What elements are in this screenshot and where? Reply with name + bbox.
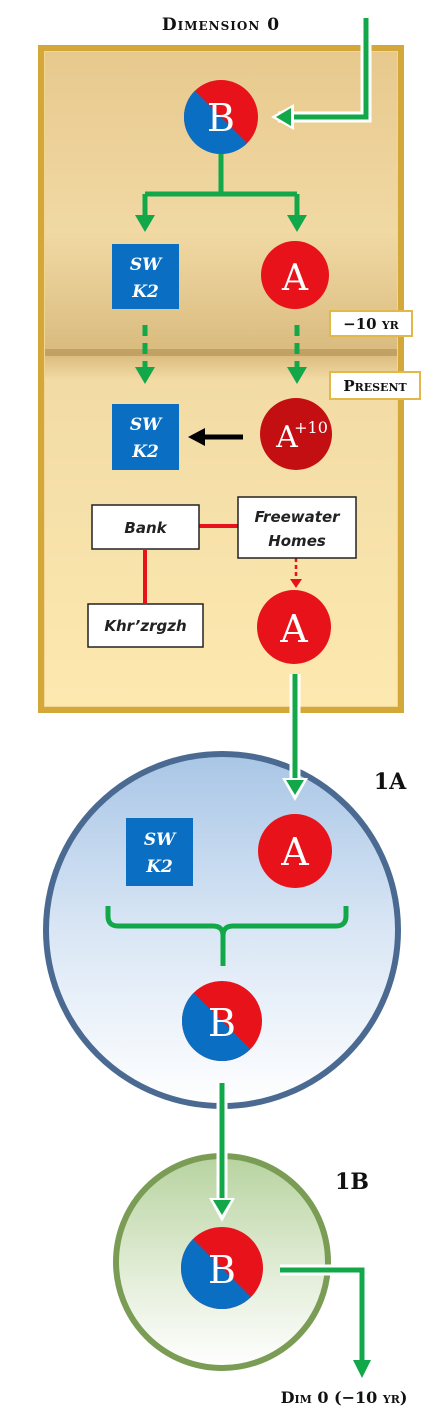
sw-k2-box-top: SW K2 bbox=[112, 244, 179, 309]
sw-k2-present-line2: K2 bbox=[131, 442, 159, 462]
incoming-arrow bbox=[271, 18, 372, 130]
a-node-top-label: A bbox=[281, 258, 309, 299]
minus-10-yr-tag: −10 yr bbox=[329, 310, 413, 337]
freewater-line1: Freewater bbox=[254, 508, 341, 526]
sw-k2-1a-line1: SW bbox=[144, 830, 177, 850]
arrow-to-a-top bbox=[287, 215, 307, 232]
b-node-top: B bbox=[183, 80, 258, 155]
bank-label: Bank bbox=[124, 519, 167, 537]
merge-brace bbox=[105, 906, 349, 966]
khrzrgzh-box: Khr’zrgzh bbox=[87, 603, 204, 648]
b-node-1a: B bbox=[181, 981, 262, 1062]
black-arrow-to-sw bbox=[188, 428, 243, 446]
a-node-bottom-label: A bbox=[279, 607, 308, 651]
present-tag: Present bbox=[329, 371, 421, 400]
present-label: Present bbox=[343, 377, 407, 395]
sw-k2-box-present: SW K2 bbox=[112, 404, 179, 470]
a-plus-10-exponent: +10 bbox=[294, 418, 328, 437]
sw-k2-top-line1: SW bbox=[130, 255, 163, 275]
freewater-line2: Homes bbox=[268, 532, 326, 550]
fork-from-b bbox=[142, 154, 300, 218]
arrow-a-to-1a bbox=[282, 674, 308, 801]
a-plus-10-base: A bbox=[275, 420, 298, 455]
arrow-to-a-plus-10 bbox=[287, 367, 307, 384]
a-node-1a: A bbox=[258, 814, 332, 888]
freewater-homes-box: Freewater Homes bbox=[237, 496, 357, 559]
arrow-1a-to-1b bbox=[209, 1083, 235, 1222]
a-plus-10-node: A +10 bbox=[260, 398, 332, 470]
khrzrgzh-label: Khr’zrgzh bbox=[104, 617, 186, 635]
dim-0-return-label: Dim 0 (−10 yr) bbox=[281, 1388, 408, 1407]
sw-k2-top-line2: K2 bbox=[131, 282, 159, 302]
sw-k2-box-1a: SW K2 bbox=[126, 818, 193, 886]
dimension-1b-label: 1B bbox=[335, 1169, 369, 1195]
dimension-1a-label: 1A bbox=[374, 769, 407, 795]
arrow-to-sw-top bbox=[135, 215, 155, 232]
dimension-0-title: Dimension 0 bbox=[162, 15, 280, 35]
b-node-top-label: B bbox=[207, 96, 235, 140]
minus-10-yr-label: −10 yr bbox=[343, 315, 400, 333]
a-node-bottom: A bbox=[257, 590, 331, 664]
arrow-to-sw-present bbox=[135, 367, 155, 384]
sw-k2-1a-line2: K2 bbox=[145, 857, 173, 877]
exit-arrow bbox=[280, 1264, 371, 1378]
b-node-1a-label: B bbox=[208, 1001, 236, 1045]
a-node-top: A bbox=[261, 241, 329, 309]
org-connectors bbox=[143, 524, 302, 603]
b-node-1b-label: B bbox=[208, 1248, 236, 1292]
a-node-1a-label: A bbox=[280, 830, 309, 874]
sw-k2-present-line1: SW bbox=[130, 415, 163, 435]
dashed-time-arrows bbox=[142, 325, 300, 369]
b-node-1b: B bbox=[181, 1227, 263, 1309]
bank-box: Bank bbox=[91, 504, 200, 550]
